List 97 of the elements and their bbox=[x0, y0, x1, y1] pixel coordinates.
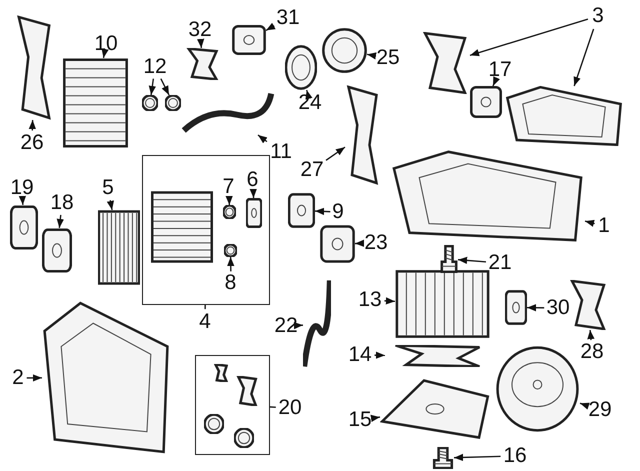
callout-number: 15 bbox=[347, 409, 373, 431]
callout-number: 26 bbox=[19, 132, 45, 154]
leader-line bbox=[354, 240, 364, 247]
part-drawing bbox=[320, 225, 355, 263]
callout-number: 1 bbox=[597, 215, 611, 237]
callout-number: 2 bbox=[11, 367, 25, 389]
part-drawing bbox=[440, 245, 458, 273]
part-drawing bbox=[222, 204, 236, 218]
callout-number: 17 bbox=[487, 59, 513, 81]
leader-line bbox=[305, 90, 312, 100]
part-drawing bbox=[180, 90, 275, 135]
part-drawing bbox=[288, 193, 315, 228]
leader-line bbox=[270, 406, 276, 408]
part-drawing bbox=[42, 228, 72, 273]
leader-line bbox=[366, 52, 377, 60]
part-drawing bbox=[568, 280, 608, 330]
leader-line bbox=[294, 322, 304, 330]
part-drawing bbox=[224, 244, 236, 256]
leader-line bbox=[574, 28, 594, 86]
leader-line bbox=[587, 330, 595, 340]
part-drawing bbox=[246, 198, 262, 228]
part-drawing bbox=[10, 205, 38, 250]
leader-line bbox=[314, 208, 330, 216]
part-drawing bbox=[345, 85, 380, 185]
part-drawing bbox=[42, 300, 170, 455]
leader-line bbox=[258, 134, 268, 144]
callout-number: 18 bbox=[49, 192, 75, 214]
leader-line bbox=[160, 78, 170, 96]
leader-line bbox=[204, 305, 206, 310]
part-drawing bbox=[380, 378, 490, 440]
leader-line bbox=[250, 188, 257, 198]
part-drawing bbox=[432, 447, 454, 469]
leader-line bbox=[26, 374, 42, 382]
leader-line bbox=[580, 402, 590, 410]
callout-number: 6 bbox=[246, 168, 260, 190]
part-drawing bbox=[322, 28, 367, 73]
leader-line bbox=[458, 256, 486, 264]
leader-line bbox=[148, 78, 156, 96]
part-drawing bbox=[420, 32, 470, 94]
callout-number: 14 bbox=[347, 344, 373, 366]
callout-number: 22 bbox=[273, 315, 299, 337]
callout-number: 13 bbox=[357, 289, 383, 311]
leader-line bbox=[374, 352, 385, 359]
part-drawing bbox=[395, 270, 490, 338]
callout-number: 31 bbox=[275, 7, 301, 29]
part-drawing bbox=[98, 210, 140, 285]
callout-number: 3 bbox=[591, 5, 605, 27]
leader-line bbox=[227, 257, 234, 272]
leader-line bbox=[28, 120, 36, 130]
callout-number: 16 bbox=[502, 445, 528, 467]
leader-line bbox=[266, 22, 276, 31]
leader-line bbox=[106, 200, 114, 210]
leader-line bbox=[470, 18, 588, 56]
callout-number: 7 bbox=[222, 176, 236, 198]
part-drawing bbox=[15, 15, 53, 120]
callout-number: 28 bbox=[579, 341, 605, 363]
part-drawing bbox=[63, 58, 128, 148]
group-frame bbox=[195, 355, 270, 455]
part-drawing bbox=[142, 95, 158, 111]
callout-number: 29 bbox=[587, 399, 613, 421]
group-frame bbox=[142, 155, 270, 305]
part-drawing bbox=[505, 290, 527, 325]
callout-number: 4 bbox=[198, 311, 212, 333]
callout-number: 8 bbox=[224, 272, 238, 294]
part-drawing bbox=[470, 86, 502, 118]
part-drawing bbox=[185, 48, 220, 80]
leader-line bbox=[492, 76, 500, 86]
callout-number: 5 bbox=[101, 177, 115, 199]
callout-number: 25 bbox=[375, 47, 401, 69]
leader-line bbox=[18, 196, 26, 206]
callout-number: 30 bbox=[545, 297, 571, 319]
part-drawing bbox=[505, 86, 623, 146]
callout-number: 20 bbox=[277, 397, 303, 419]
callout-number: 11 bbox=[268, 141, 294, 163]
leader-line bbox=[56, 214, 64, 228]
callout-number: 12 bbox=[142, 56, 168, 78]
part-drawing bbox=[390, 150, 585, 242]
leader-line bbox=[527, 304, 544, 312]
part-drawing bbox=[165, 95, 181, 111]
callout-number: 23 bbox=[363, 232, 389, 254]
callout-number: 19 bbox=[9, 177, 35, 199]
callout-number: 10 bbox=[93, 33, 119, 55]
leader-line bbox=[384, 297, 396, 304]
callout-number: 27 bbox=[299, 159, 325, 181]
part-drawing bbox=[495, 345, 580, 433]
part-drawing bbox=[285, 45, 317, 90]
callout-number: 9 bbox=[331, 201, 345, 223]
leader-line bbox=[102, 48, 109, 58]
leader-line bbox=[370, 414, 380, 422]
part-drawing bbox=[232, 25, 266, 55]
leader-line bbox=[226, 196, 233, 206]
callout-number: 21 bbox=[487, 252, 513, 274]
callout-number: 32 bbox=[187, 19, 213, 41]
leader-line bbox=[454, 454, 501, 462]
leader-line bbox=[326, 146, 346, 161]
leader-line bbox=[584, 220, 595, 227]
leader-line bbox=[197, 38, 204, 48]
